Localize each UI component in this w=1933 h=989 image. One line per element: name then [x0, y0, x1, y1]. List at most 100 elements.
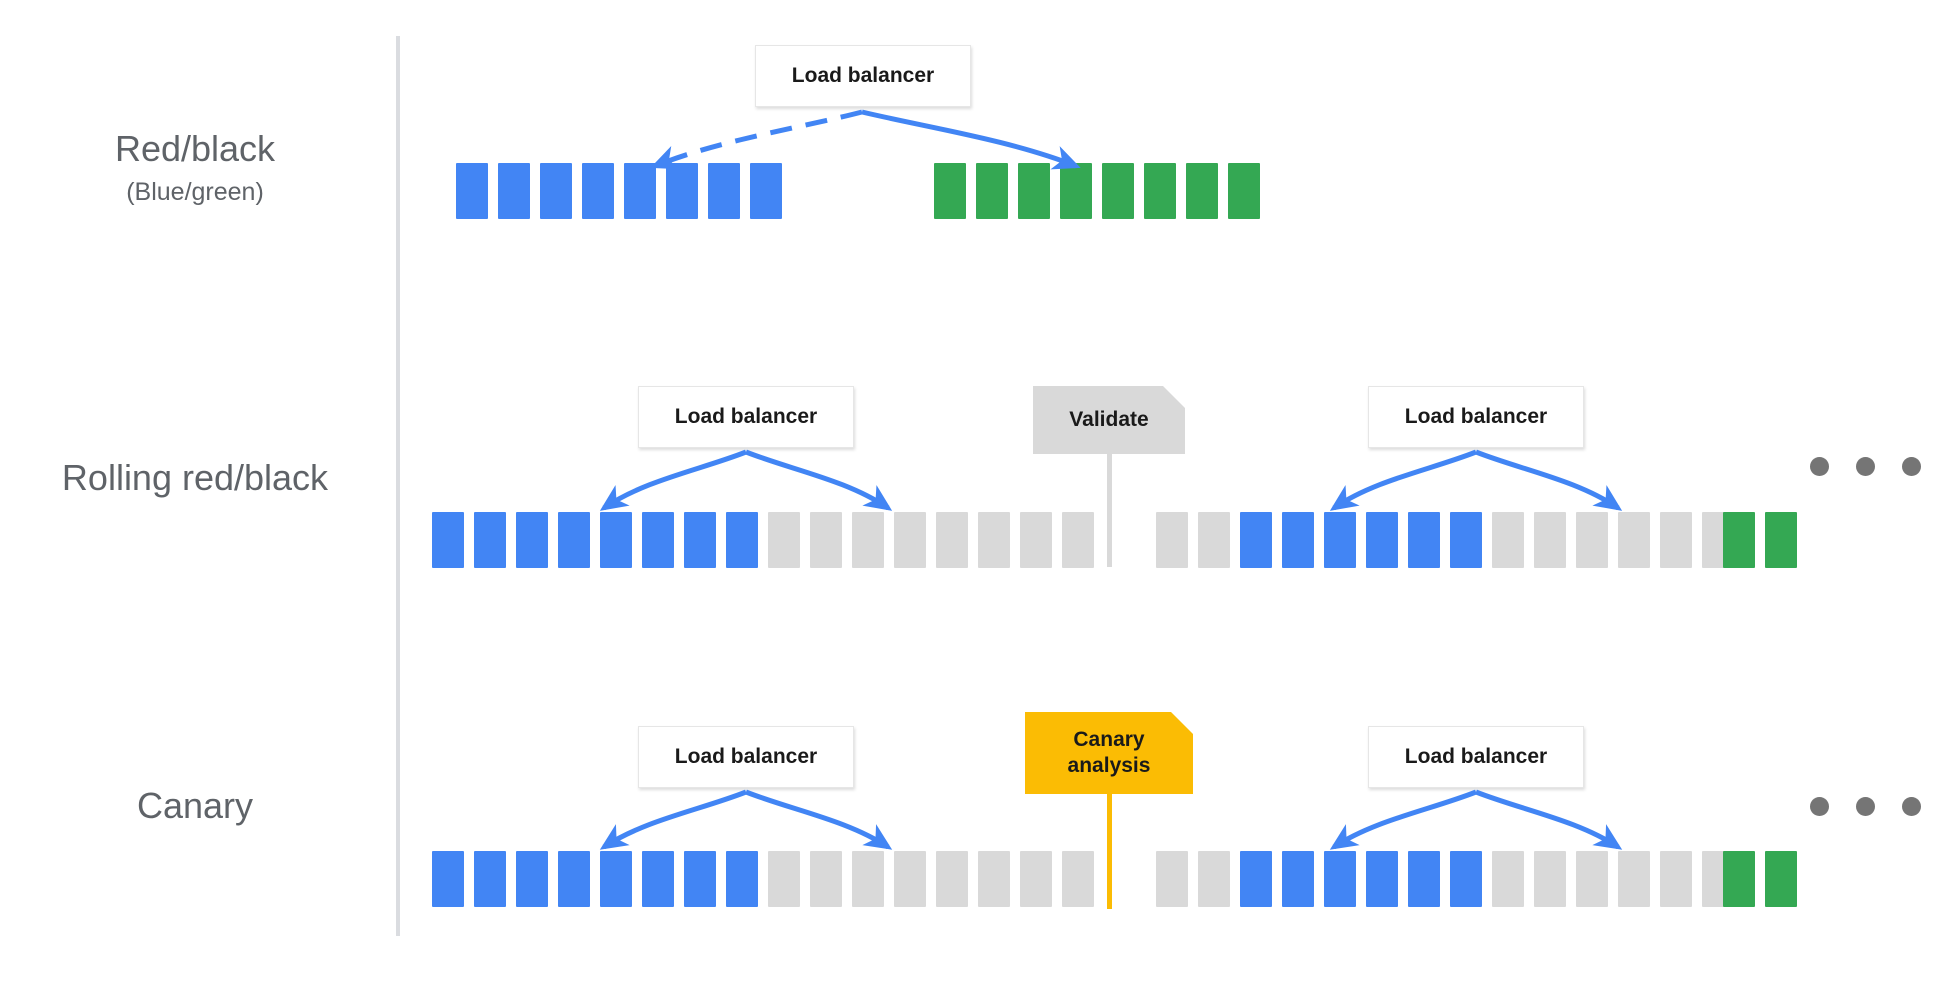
instance-group-row2-stage1-gray	[768, 512, 1094, 568]
instance-block[interactable]	[768, 512, 800, 568]
instance-block[interactable]	[1020, 512, 1052, 568]
instance-block[interactable]	[1450, 512, 1482, 568]
instance-block[interactable]	[624, 163, 656, 219]
instance-block[interactable]	[1102, 163, 1134, 219]
instance-group-row1-blue	[456, 163, 782, 219]
instance-block[interactable]	[934, 163, 966, 219]
instance-block[interactable]	[1240, 512, 1272, 568]
instance-block[interactable]	[1228, 163, 1260, 219]
instance-block[interactable]	[936, 512, 968, 568]
instance-block[interactable]	[1366, 512, 1398, 568]
canary-analysis-line1: Canary	[1073, 728, 1145, 752]
instance-block[interactable]	[726, 851, 758, 907]
instance-block[interactable]	[642, 512, 674, 568]
instance-block[interactable]	[936, 851, 968, 907]
instance-block[interactable]	[976, 163, 1008, 219]
instance-block[interactable]	[1492, 512, 1524, 568]
instance-block[interactable]	[978, 851, 1010, 907]
instance-block[interactable]	[852, 512, 884, 568]
instance-block[interactable]	[1660, 512, 1692, 568]
instance-block[interactable]	[1408, 512, 1440, 568]
instance-block[interactable]	[978, 512, 1010, 568]
instance-block[interactable]	[1618, 851, 1650, 907]
row-label-red-black: Red/black (Blue/green)	[0, 126, 390, 208]
ellipsis-dot	[1856, 457, 1875, 476]
instance-block[interactable]	[1576, 512, 1608, 568]
instance-block[interactable]	[558, 512, 590, 568]
instance-block[interactable]	[726, 512, 758, 568]
instance-block[interactable]	[600, 851, 632, 907]
instance-block[interactable]	[1534, 512, 1566, 568]
instance-block[interactable]	[558, 851, 590, 907]
instance-block[interactable]	[474, 512, 506, 568]
instance-block[interactable]	[474, 851, 506, 907]
instance-block[interactable]	[852, 851, 884, 907]
instance-block[interactable]	[1723, 851, 1755, 907]
instance-block[interactable]	[1060, 163, 1092, 219]
instance-block[interactable]	[1723, 512, 1755, 568]
instance-block[interactable]	[582, 163, 614, 219]
instance-block[interactable]	[1156, 512, 1188, 568]
instance-block[interactable]	[1408, 851, 1440, 907]
instance-block[interactable]	[1492, 851, 1524, 907]
instance-block[interactable]	[1062, 512, 1094, 568]
load-balancer-box-row2-right[interactable]: Load balancer	[1368, 386, 1584, 448]
instance-block[interactable]	[1366, 851, 1398, 907]
instance-block[interactable]	[456, 163, 488, 219]
instance-block[interactable]	[1324, 512, 1356, 568]
load-balancer-box-row3-right[interactable]: Load balancer	[1368, 726, 1584, 788]
instance-block[interactable]	[516, 512, 548, 568]
instance-group-row2-stage2-gray-tail	[1492, 512, 1734, 568]
row-label-rolling-red-black: Rolling red/black	[0, 455, 390, 500]
ellipsis-dot	[1902, 797, 1921, 816]
arrow-row2-left-a	[599, 449, 747, 511]
instance-block[interactable]	[666, 163, 698, 219]
instance-block[interactable]	[1144, 163, 1176, 219]
instance-block[interactable]	[498, 163, 530, 219]
instance-group-row3-stage2-gray-tail	[1492, 851, 1734, 907]
instance-block[interactable]	[1156, 851, 1188, 907]
instance-block[interactable]	[750, 163, 782, 219]
validate-callout[interactable]: Validate	[1033, 386, 1185, 454]
canary-analysis-callout[interactable]: Canary analysis	[1025, 712, 1193, 794]
instance-block[interactable]	[1660, 851, 1692, 907]
ellipsis-dot	[1856, 797, 1875, 816]
instance-block[interactable]	[1062, 851, 1094, 907]
instance-block[interactable]	[516, 851, 548, 907]
instance-block[interactable]	[1018, 163, 1050, 219]
instance-group-row2-stage2-gray-lead	[1156, 512, 1230, 568]
instance-block[interactable]	[1450, 851, 1482, 907]
instance-block[interactable]	[894, 512, 926, 568]
instance-block[interactable]	[600, 512, 632, 568]
instance-block[interactable]	[642, 851, 674, 907]
instance-block[interactable]	[810, 851, 842, 907]
instance-block[interactable]	[1240, 851, 1272, 907]
instance-block[interactable]	[894, 851, 926, 907]
instance-block[interactable]	[432, 512, 464, 568]
instance-block[interactable]	[1765, 851, 1797, 907]
instance-block[interactable]	[1282, 851, 1314, 907]
instance-block[interactable]	[1282, 512, 1314, 568]
instance-block[interactable]	[810, 512, 842, 568]
instance-block[interactable]	[1576, 851, 1608, 907]
load-balancer-box-row3-left[interactable]: Load balancer	[638, 726, 854, 788]
arrow-row2-right-b	[1475, 449, 1623, 511]
instance-block[interactable]	[1765, 512, 1797, 568]
instance-block[interactable]	[684, 512, 716, 568]
load-balancer-box-row1[interactable]: Load balancer	[755, 45, 971, 107]
instance-block[interactable]	[1198, 851, 1230, 907]
instance-block[interactable]	[1324, 851, 1356, 907]
instance-block[interactable]	[540, 163, 572, 219]
instance-block[interactable]	[1618, 512, 1650, 568]
instance-block[interactable]	[1198, 512, 1230, 568]
instance-block[interactable]	[1534, 851, 1566, 907]
ellipsis-dot	[1810, 797, 1829, 816]
instance-block[interactable]	[684, 851, 716, 907]
instance-block[interactable]	[1186, 163, 1218, 219]
instance-block[interactable]	[768, 851, 800, 907]
instance-block[interactable]	[708, 163, 740, 219]
load-balancer-box-row2-left[interactable]: Load balancer	[638, 386, 854, 448]
instance-block[interactable]	[1020, 851, 1052, 907]
instance-group-row3-stage2-green	[1723, 851, 1797, 907]
instance-block[interactable]	[432, 851, 464, 907]
